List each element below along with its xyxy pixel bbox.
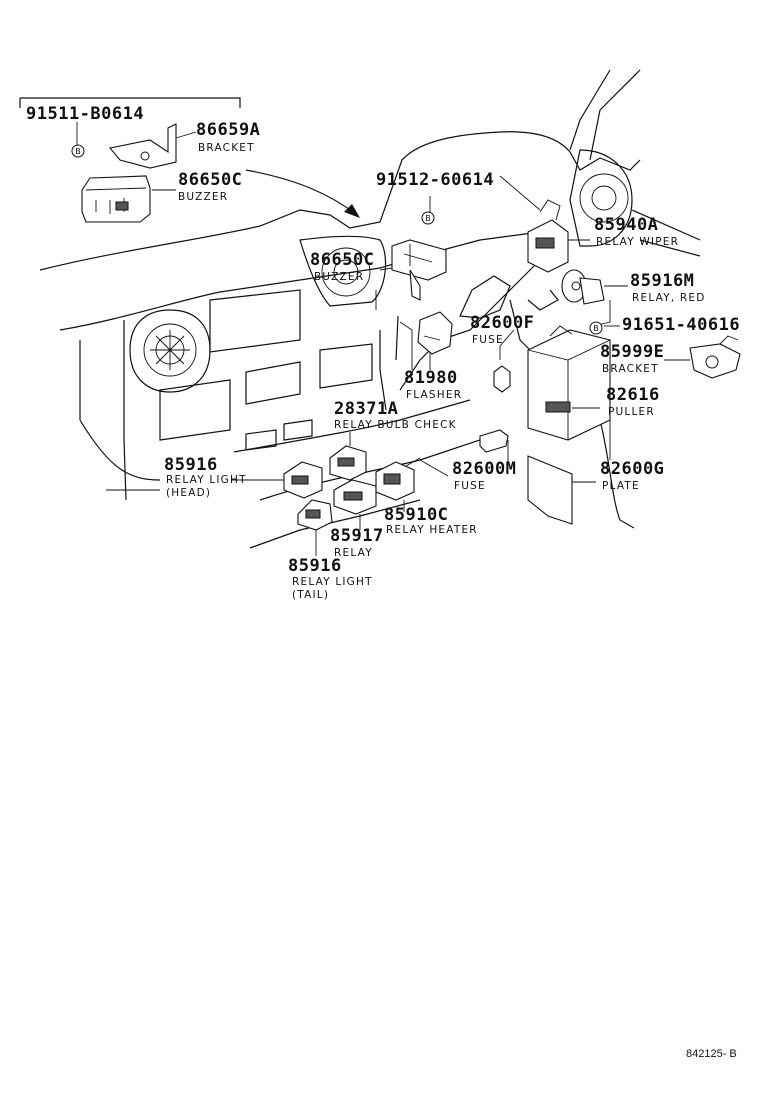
bracket-86659a bbox=[108, 123, 177, 169]
relay-light-head bbox=[283, 461, 323, 499]
group-bracket bbox=[19, 97, 241, 108]
callout-85916-head-desc2: (HEAD) bbox=[166, 487, 212, 499]
arrow-line bbox=[245, 169, 357, 215]
callout-91651-part: 91651-40616 bbox=[622, 315, 741, 335]
flasher bbox=[417, 311, 453, 355]
fuse-82600f bbox=[493, 365, 511, 393]
bolt-marker-2 bbox=[421, 211, 435, 225]
callout-85916-tail-desc2: (TAIL) bbox=[292, 589, 330, 601]
callout-85999e-part: 85999E bbox=[600, 342, 665, 362]
callout-86650c-top-part: 86650C bbox=[178, 170, 243, 190]
callout-85940a-desc: RELAY WIPER bbox=[596, 236, 680, 248]
relay-red bbox=[561, 269, 605, 305]
arrow-head bbox=[344, 204, 360, 218]
callout-85916m-part: 85916M bbox=[630, 271, 695, 291]
relay-bulb-check bbox=[329, 445, 367, 481]
callout-85916m-desc: RELAY, RED bbox=[632, 292, 706, 304]
plate-82600g bbox=[527, 455, 573, 525]
callout-85940a-part: 85940A bbox=[594, 215, 659, 235]
callout-82600g-part: 82600G bbox=[600, 459, 665, 479]
callout-85916-tail-part: 85916 bbox=[288, 556, 342, 576]
callout-82616-part: 82616 bbox=[606, 385, 660, 405]
callout-91512-part: 91512-60614 bbox=[376, 170, 495, 190]
relay-heater bbox=[375, 457, 421, 501]
callout-86650c-top-desc: BUZZER bbox=[178, 191, 229, 203]
bolt-marker-3-text: B bbox=[593, 324, 599, 333]
buzzer-top bbox=[81, 175, 151, 223]
callout-86659a-part: 86659A bbox=[196, 120, 261, 140]
callout-91511-part: 91511-B0614 bbox=[26, 104, 145, 124]
bolt-marker-2-text: B bbox=[425, 214, 431, 223]
fuse-block bbox=[527, 325, 611, 441]
callout-85910c-part: 85910C bbox=[384, 505, 449, 525]
callout-85999e-desc: BRACKET bbox=[602, 363, 659, 375]
callout-86650c-mid-part: 86650C bbox=[310, 250, 375, 270]
bolt-marker-1 bbox=[71, 144, 85, 158]
callout-86659a-desc: BRACKET bbox=[198, 142, 255, 154]
callout-28371a-desc: RELAY BULB CHECK bbox=[334, 419, 457, 431]
bracket-91512 bbox=[391, 239, 447, 301]
callout-85916-head-part: 85916 bbox=[164, 455, 218, 475]
bracket-85999e bbox=[689, 335, 741, 379]
callout-28371a-part: 28371A bbox=[334, 399, 399, 419]
callout-85916-head-desc: RELAY LIGHT bbox=[166, 474, 247, 486]
relay-85917 bbox=[333, 479, 377, 515]
callout-82616-desc: PULLER bbox=[608, 406, 655, 418]
bolt-marker-3 bbox=[589, 321, 603, 335]
callout-81980-desc: FLASHER bbox=[406, 389, 463, 401]
bolt-marker-1-text: B bbox=[75, 147, 81, 156]
callout-85917-part: 85917 bbox=[330, 526, 384, 546]
callout-85910c-desc: RELAY HEATER bbox=[386, 524, 478, 536]
callout-81980-part: 81980 bbox=[404, 368, 458, 388]
callout-82600f-desc: FUSE bbox=[472, 334, 504, 346]
callout-82600g-desc: PLATE bbox=[602, 480, 640, 492]
callout-82600f-part: 82600F bbox=[470, 313, 535, 333]
relay-light-tail bbox=[297, 499, 333, 531]
fuse-82600m bbox=[479, 429, 509, 453]
callout-82600m-part: 82600M bbox=[452, 459, 517, 479]
callout-86650c-mid-desc: BUZZER bbox=[314, 271, 365, 283]
relay-wiper bbox=[527, 199, 569, 273]
callout-82600m-desc: FUSE bbox=[454, 480, 486, 492]
callout-85917-desc: RELAY bbox=[334, 547, 373, 559]
drawing-code: 842125- B bbox=[686, 1048, 737, 1060]
callout-85916-tail-desc: RELAY LIGHT bbox=[292, 576, 373, 588]
